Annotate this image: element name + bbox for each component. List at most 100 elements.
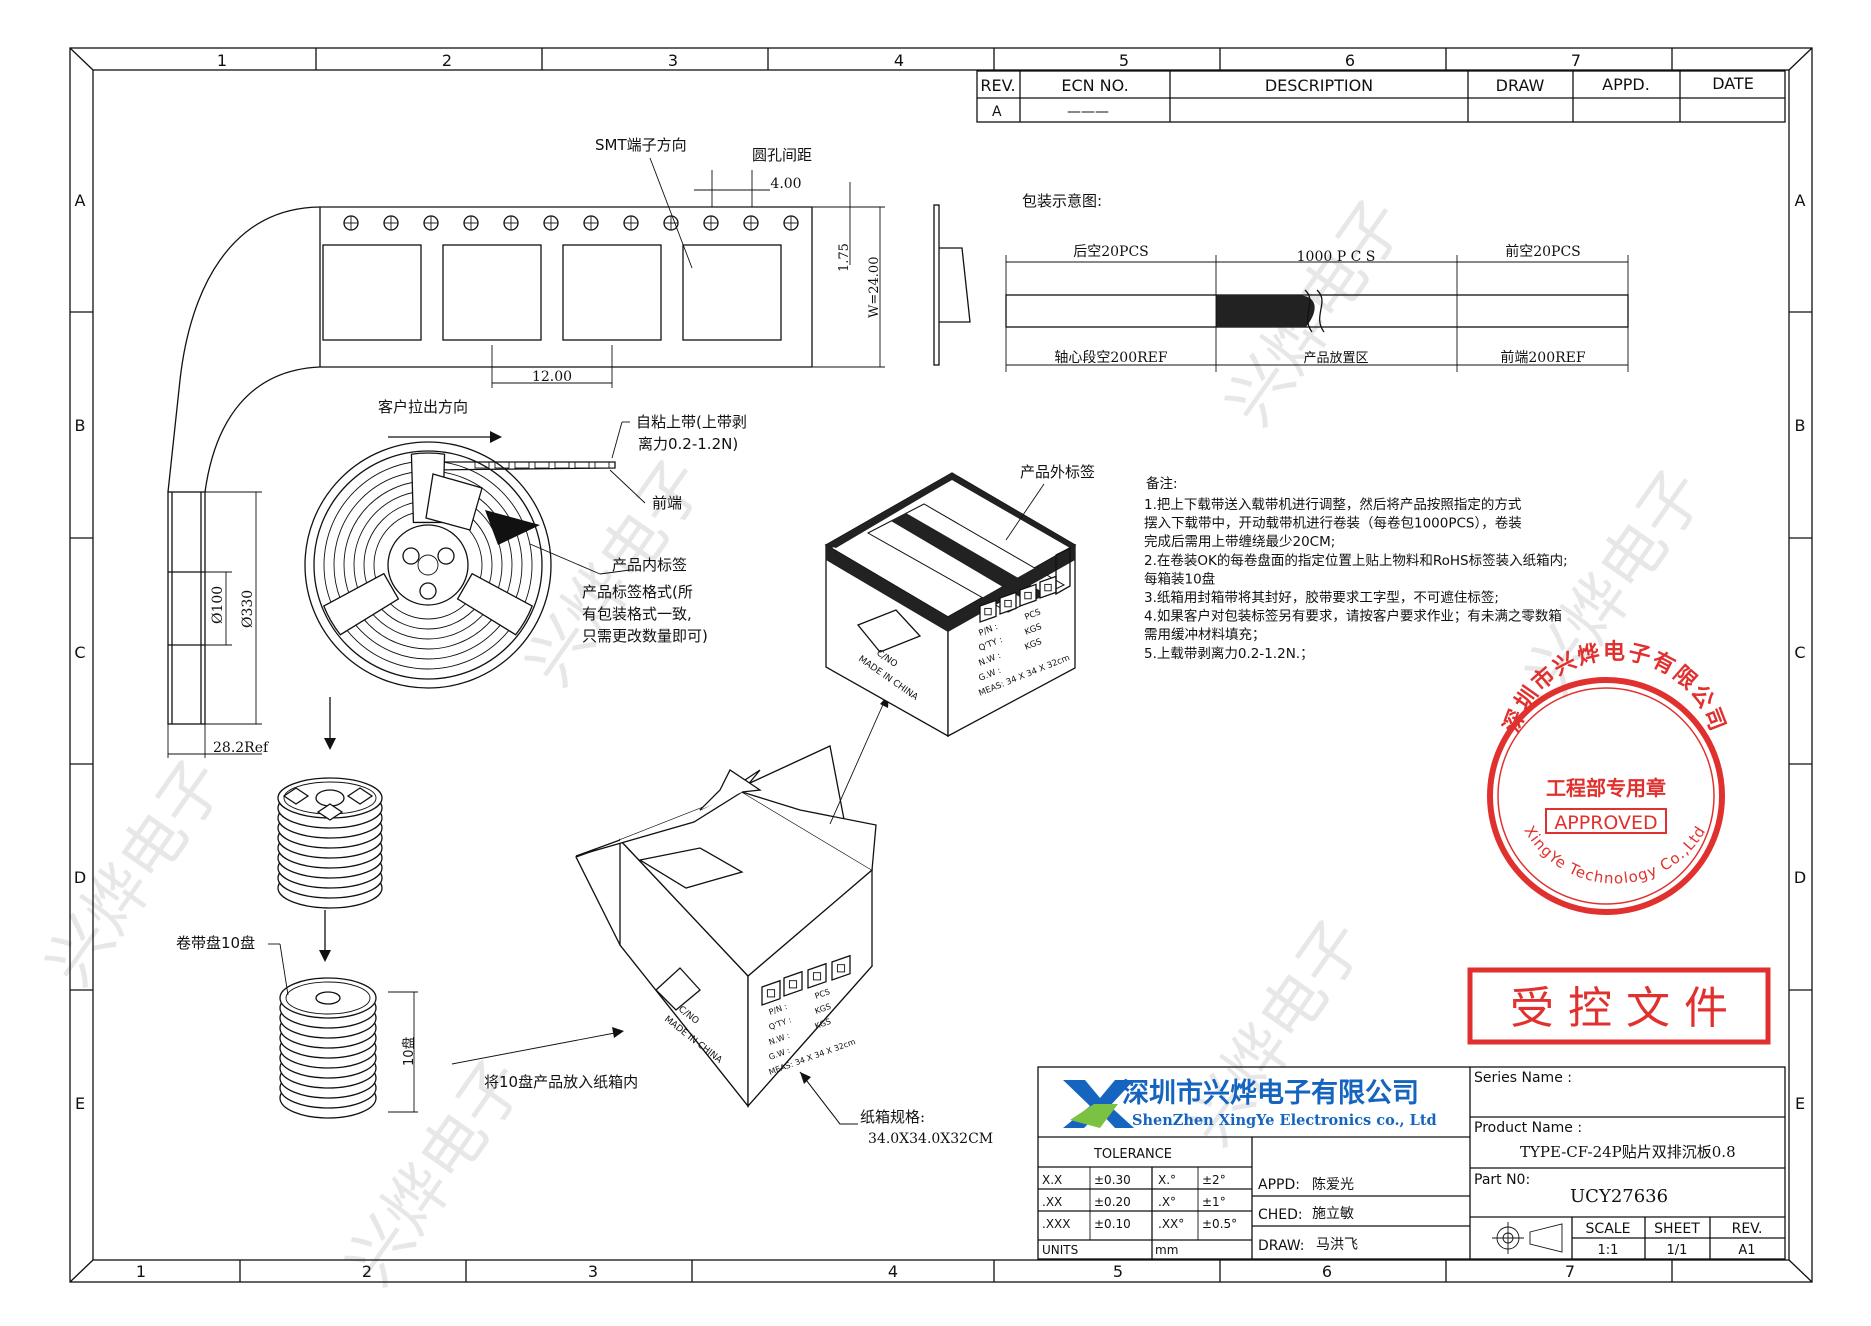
company-name-en: ShenZhen XingYe Electronics co., Ltd (1132, 1112, 1437, 1129)
rev-header-ecn: ECN NO. (1061, 76, 1128, 95)
inner-label-desc-1: 产品标签格式(所 (582, 583, 693, 601)
front-empty-label: 前空20PCS (1505, 243, 1581, 260)
controlled-document-stamp: 受 控 文 件 (1467, 967, 1771, 1045)
zone-row-label: B (75, 416, 86, 435)
core-empty-label: 轴心段空200REF (1054, 350, 1167, 366)
company-name-cn: 深圳市兴烨电子有限公司 (1122, 1077, 1419, 1109)
zone-row-label: D (1794, 868, 1806, 887)
draw-label: DRAW: (1258, 1238, 1305, 1254)
rev-value: A1 (1738, 1243, 1755, 1258)
rev-label: REV. (1732, 1221, 1763, 1237)
carton-handling-icon (783, 970, 803, 997)
rev-row-rev: A (992, 104, 1002, 120)
product-zone-label: 产品放置区 (1303, 351, 1368, 366)
stacked-reel-top-ring (285, 981, 371, 1015)
tape-pocket (442, 244, 542, 341)
pull-direction-label: 客户拉出方向 (378, 398, 468, 416)
closed-carton: C/NO MADE IN CHINA P/N :Q'TY :N.W :G.W :… (824, 463, 1095, 738)
appd-label: APPD: (1258, 1177, 1300, 1193)
units-value: mm (1155, 1243, 1178, 1257)
note-line: 3.纸箱用封箱带将其封好，胶带要求工字型，不可遮住标签; (1144, 589, 1499, 606)
zone-col-label: 4 (894, 51, 904, 70)
carton-handling-icon (999, 591, 1017, 615)
tolerance-label: TOLERANCE (1093, 1147, 1172, 1162)
zone-col-label: 1 (136, 1262, 146, 1281)
note-line: 4.如果客户对包装标签另有要求，请按客户要求作业；有未满之零数箱 (1144, 608, 1562, 625)
part-no-label: Part N0: (1474, 1172, 1530, 1188)
into-carton-label: 将10盘产品放入纸箱内 (484, 1073, 638, 1091)
part-no-value: UCY27636 (1570, 1186, 1668, 1207)
tolerance-cell: .XXX (1042, 1217, 1070, 1231)
stack-count-label: 卷带盘10盘 (176, 934, 255, 952)
carton-handling-icon (761, 979, 781, 1006)
zone-row-label: C (74, 643, 85, 662)
zone-col-label: 2 (442, 51, 452, 70)
zone-col-label: 7 (1565, 1262, 1575, 1281)
product-name-label: Product Name : (1474, 1120, 1582, 1136)
carton-handling-icon-glyph (766, 989, 776, 998)
reel-diameter-dim: Ø330 (240, 590, 256, 628)
reel-side-view: Ø100 Ø330 28.2Ref (167, 491, 270, 758)
ched-value: 施立敏 (1312, 1206, 1354, 1222)
title-block: 深圳市兴烨电子有限公司 ShenZhen XingYe Electronics … (1037, 1066, 1786, 1260)
sheet-value: 1/1 (1667, 1243, 1688, 1258)
rev-header-appd: APPD. (1602, 75, 1650, 94)
zone-col-label: 6 (1345, 51, 1355, 70)
front-end-label: 前端200REF (1500, 349, 1585, 366)
carton-handling-icon-glyph (788, 980, 798, 989)
hub-diameter-dim: Ø100 (210, 586, 226, 624)
carton-handling-icon (831, 954, 851, 981)
revision-table: REV. ECN NO. DESCRIPTION DRAW APPD. DATE… (976, 70, 1786, 123)
tape-tail-pocket (554, 461, 570, 469)
notes-block: 备注: 1.把上下载带送入载带机进行调整，然后将产品按照指定的方式 摆入下载带中… (1144, 475, 1568, 662)
series-name-label: Series Name : (1474, 1070, 1572, 1086)
tolerance-cell: .XX (1042, 1195, 1062, 1209)
zone-row-label: E (75, 1094, 85, 1113)
zone-col-label: 1 (217, 51, 227, 70)
tape-tail-pocket (534, 461, 550, 469)
zone-col-label: 5 (1119, 51, 1129, 70)
hole-pitch-label: 圆孔间距 (752, 146, 812, 164)
tape-tail-pocket (494, 461, 510, 469)
carton-handling-icon-glyph (1024, 591, 1032, 600)
inner-label-title: 产品内标签 (612, 556, 687, 574)
outer-label-title: 产品外标签 (1020, 463, 1095, 481)
carton-handling-icon (1019, 583, 1037, 607)
tolerance-cell: .X° (1158, 1195, 1176, 1209)
zone-row-label: A (1795, 191, 1806, 210)
zone-col-label: 3 (668, 51, 678, 70)
stacked-reel-window (282, 787, 310, 805)
carton-handling-icon (979, 599, 997, 623)
carton-handling-icon-glyph (1004, 599, 1012, 608)
tape-width-dim: W=24.00 (867, 257, 882, 318)
tape-tail-pocket (594, 461, 610, 469)
carrier-tape-view: 4.00 圆孔间距 SMT端子方向 12.00 W=24.00 1.75 (167, 136, 971, 493)
cover-tape-label-1: 自粘上带(上带剥 (636, 413, 747, 431)
reel-view: 客户拉出方向 自粘上带(上带剥 离力0.2-1.2N) 前端 产品内标签 产品标… (304, 398, 747, 689)
tolerance-cell: .XX° (1158, 1217, 1184, 1231)
zone-row-label: E (1795, 1094, 1805, 1113)
carton-spec-value: 34.0X34.0X32CM (868, 1131, 993, 1147)
hole-pitch-dim: 4.00 (770, 176, 801, 192)
zone-col-label: 7 (1571, 51, 1581, 70)
reel-spoke (322, 572, 400, 636)
tape-tail-pocket (574, 461, 590, 469)
inner-label-desc-3: 只需更改数量即可) (582, 627, 708, 645)
tape-pocket (562, 244, 662, 341)
zone-col-label: 6 (1322, 1262, 1332, 1281)
cover-tape-label-2: 离力0.2-1.2N) (638, 435, 738, 453)
zone-col-label: 5 (1113, 1262, 1123, 1281)
rev-header-draw: DRAW (1496, 76, 1545, 95)
stamp-dept: 工程部专用章 (1546, 776, 1666, 800)
carton-handling-icon-glyph (1044, 583, 1052, 592)
zone-row-label: B (1795, 416, 1806, 435)
tolerance-cell: ±0.30 (1094, 1173, 1131, 1187)
stacked-reel-window (346, 787, 374, 805)
packing-schematic: 包装示意图: 后空20PCS 1000 P C S 前空20PCS 轴心段空20… (1005, 192, 1629, 372)
zone-row-label: A (75, 191, 86, 210)
edge-offset-dim: 1.75 (837, 243, 852, 272)
controlled-document-text: 受 控 文 件 (1510, 983, 1728, 1034)
tolerance-cell: X.° (1158, 1173, 1176, 1187)
